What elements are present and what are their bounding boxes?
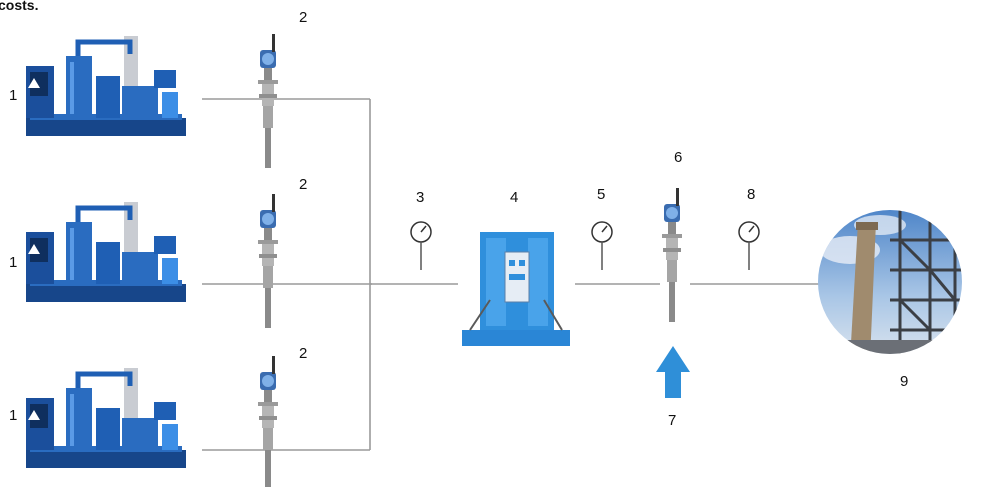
flowmeter-icon [258,356,278,487]
pressure-gauge-icon [738,221,760,271]
flowmeter-icon [258,194,278,328]
header-fragment: costs. [0,0,38,13]
callout-labels: 1 1 1 2 2 2 3 4 5 6 7 8 9 [9,9,908,429]
label-flowmeter-6: 6 [674,149,682,166]
label-flowmeter-2: 2 [299,176,307,193]
label-gauge-3: 3 [416,189,424,206]
piping [202,98,820,451]
label-gauge-5: 5 [597,186,605,203]
air-compressor-icon [26,368,186,468]
label-compressor-1: 1 [9,407,17,424]
air-dryer-icon [462,232,570,346]
label-flowmeter-2: 2 [299,345,307,362]
pressure-gauge-icon [591,221,613,271]
label-dryer-4: 4 [510,189,518,206]
pressure-gauge-icon [410,221,432,271]
label-plant-9: 9 [900,373,908,390]
industrial-plant-icon [818,210,962,354]
flowmeter-icon [662,188,682,322]
air-compressor-icon [26,202,186,302]
up-arrow-icon [656,346,690,398]
air-compressor-icon [26,36,186,136]
label-compressor-1: 1 [9,87,17,104]
label-compressor-1: 1 [9,254,17,271]
label-flowmeter-2: 2 [299,9,307,26]
label-gauge-8: 8 [747,186,755,203]
label-arrow-7: 7 [668,412,676,429]
flowmeter-icon [258,34,278,168]
